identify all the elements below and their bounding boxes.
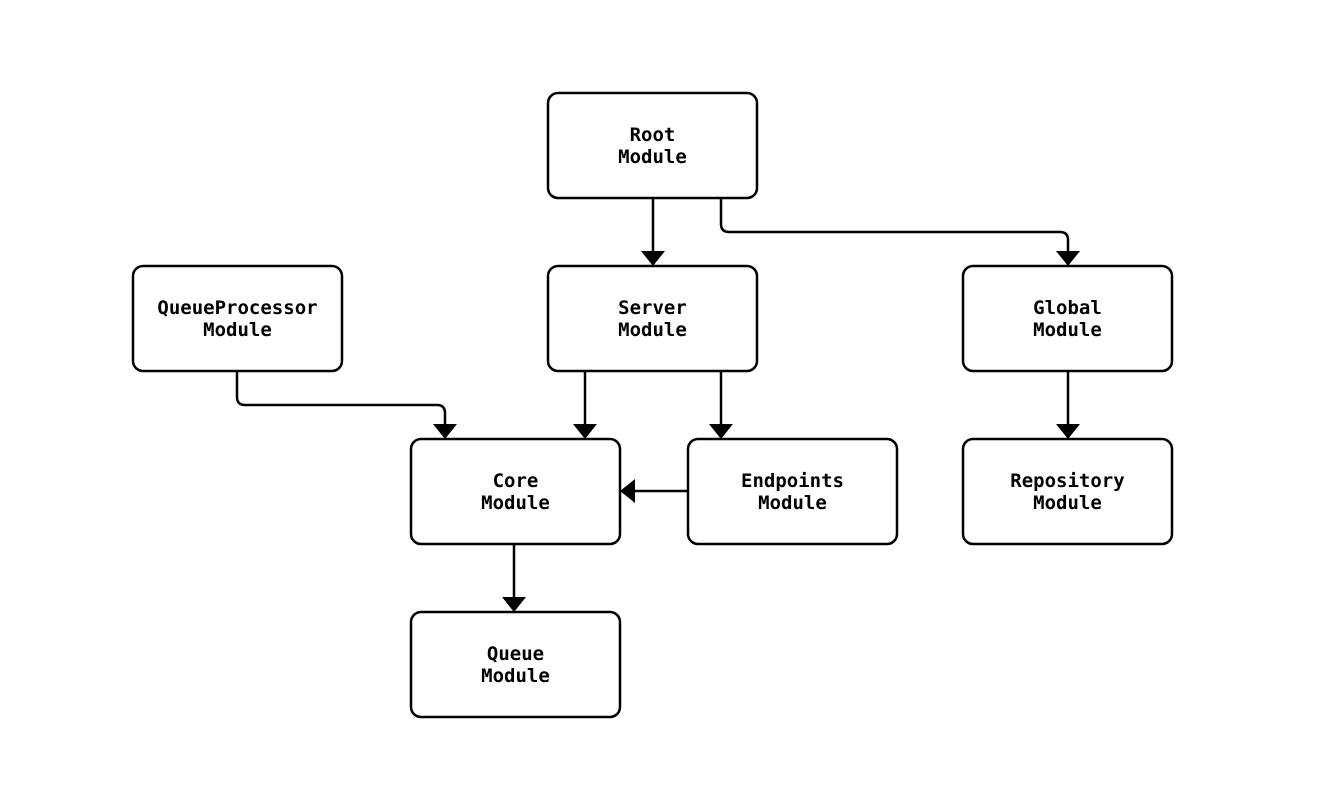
node-box-repository (961, 437, 1174, 546)
arrowhead-server-to-endpoints (709, 424, 733, 439)
edge-root-to-global (719, 198, 1080, 266)
node-box-queue (409, 610, 622, 719)
edge-global-to-repository (1056, 371, 1080, 439)
arrowhead-queueprocessor-to-core (433, 424, 457, 439)
arrowhead-root-to-global (1056, 251, 1080, 266)
arrowhead-server-to-core (573, 424, 597, 439)
edge-queueprocessor-to-core (235, 371, 457, 439)
node-box-server (546, 264, 759, 373)
edge-server-to-endpoints (709, 371, 733, 439)
node-box-core (409, 437, 622, 546)
edge-line-root-to-global (719, 198, 1070, 251)
arrowhead-endpoints-to-core (620, 479, 635, 503)
arrowhead-core-to-queue (502, 597, 526, 612)
edge-line-queueprocessor-to-core (235, 371, 447, 424)
edge-core-to-queue (502, 544, 526, 612)
arrowhead-root-to-server (641, 251, 665, 266)
edge-server-to-core (573, 371, 597, 439)
edge-endpoints-to-core (620, 479, 688, 503)
edge-root-to-server (641, 198, 665, 266)
arrowhead-global-to-repository (1056, 424, 1080, 439)
